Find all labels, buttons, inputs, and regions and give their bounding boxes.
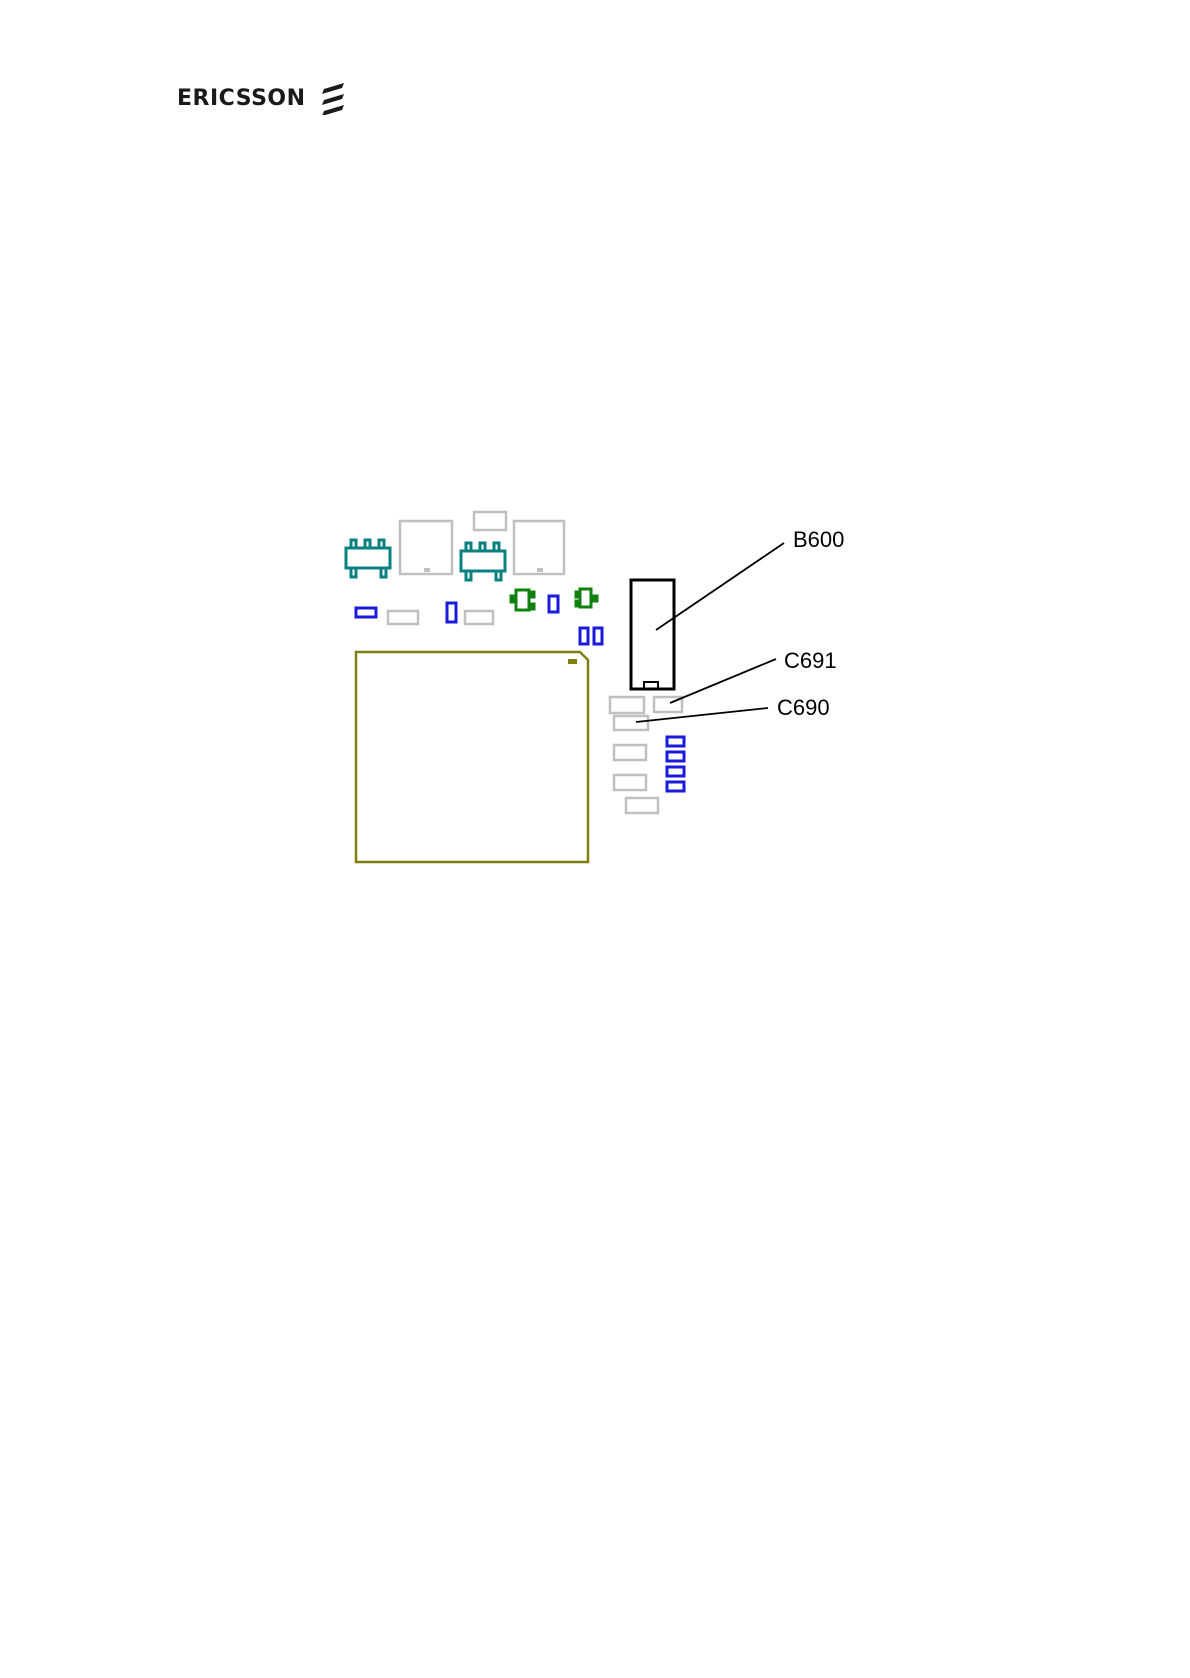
- component-rect-5: [614, 745, 646, 760]
- passive-5: [594, 628, 602, 644]
- component-rect-6: [614, 775, 646, 790]
- component-rect-1: [388, 611, 418, 624]
- passive-1: [356, 608, 376, 617]
- component-rect-3: [610, 697, 644, 713]
- diodes: [511, 589, 597, 610]
- passive-9: [667, 782, 684, 791]
- component-square-2: [514, 521, 564, 574]
- passive-6: [667, 737, 684, 746]
- passive-4: [580, 628, 588, 644]
- leader-c691: [670, 659, 776, 703]
- component-c690: [614, 716, 648, 730]
- component-rect-2: [465, 611, 493, 624]
- passive-2: [447, 603, 456, 622]
- large-ic: [356, 652, 588, 862]
- transistor-1: [346, 540, 390, 577]
- passive-3: [549, 596, 558, 612]
- inactive-components: [388, 512, 682, 813]
- label-c690: C690: [777, 695, 830, 720]
- leader-lines: [636, 543, 784, 722]
- passive-8: [667, 767, 684, 776]
- crystal-b600: [631, 580, 674, 689]
- diode-1: [511, 590, 534, 610]
- component-rect-7: [626, 798, 658, 813]
- component-square-1: [400, 521, 452, 574]
- passive-7: [667, 752, 684, 761]
- label-b600: B600: [793, 527, 844, 552]
- diode-2: [576, 589, 597, 607]
- transistor-2: [461, 543, 505, 580]
- component-small-top: [474, 512, 506, 530]
- leader-c690: [636, 708, 768, 722]
- label-c691: C691: [784, 648, 837, 673]
- ic-pin1-marker: [568, 659, 577, 664]
